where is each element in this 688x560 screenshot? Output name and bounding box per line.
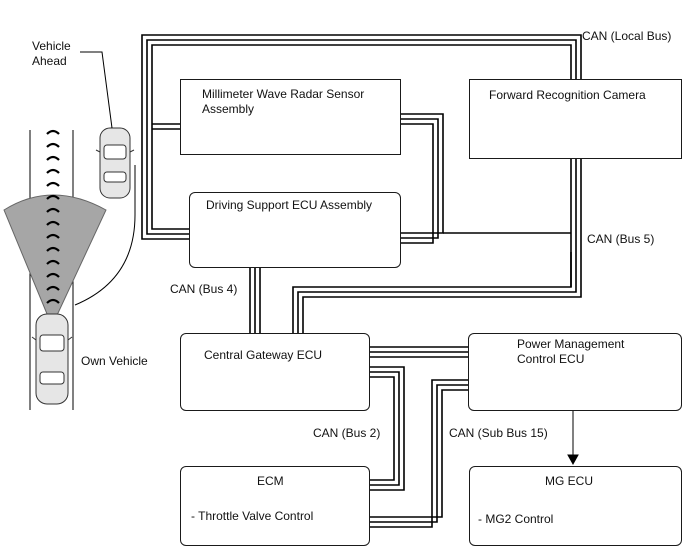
radar-sensor-title: Millimeter Wave Radar Sensor Assembly (202, 87, 365, 116)
control-arrow (567, 411, 579, 466)
can-bus-4-label: CAN (Bus 4) (170, 282, 238, 296)
own-vehicle-icon (31, 313, 73, 405)
vehicle-ahead-label: Vehicle Ahead (32, 39, 71, 68)
leader-lines (80, 51, 113, 129)
central-gateway-title: Central Gateway ECU (204, 348, 323, 362)
can-bus-2 (370, 366, 405, 491)
vehicle-ahead-icon (95, 127, 135, 199)
can-sub-bus-15-label: CAN (Sub Bus 15) (449, 426, 548, 440)
camera-title: Forward Recognition Camera (489, 88, 646, 102)
driving-support-ecu-title: Driving Support ECU Assembly (206, 198, 373, 212)
ecm-function: - Throttle Valve Control (191, 509, 314, 523)
ecm-title: ECM (257, 474, 284, 488)
can-bus-5 (292, 252, 572, 334)
mg-ecu-box: MG ECU - MG2 Control (469, 466, 682, 546)
camera-box: Forward Recognition Camera (469, 79, 682, 159)
power-management-title: Power Management Control ECU (517, 337, 625, 366)
mg-ecu-title: MG ECU (545, 474, 593, 488)
ecm-box: ECM - Throttle Valve Control (180, 466, 370, 546)
power-management-box: Power Management Control ECU (468, 333, 682, 411)
central-gateway-box: Central Gateway ECU (180, 333, 370, 411)
radar-sensor-box: Millimeter Wave Radar Sensor Assembly (180, 79, 401, 155)
can-radar-to-ecu (401, 113, 444, 234)
own-vehicle-label: Own Vehicle (81, 354, 148, 368)
can-bus-2-label: CAN (Bus 2) (313, 426, 381, 440)
driving-support-ecu-box: Driving Support ECU Assembly (189, 192, 401, 268)
can-bus-5-label: CAN (Bus 5) (587, 232, 655, 246)
mg-ecu-function: - MG2 Control (478, 512, 554, 526)
road-curve (74, 165, 136, 306)
can-sub-bus-15 (370, 379, 469, 528)
radar-wave-icon (46, 129, 60, 304)
can-local-bus-label: CAN (Local Bus) (582, 29, 672, 43)
